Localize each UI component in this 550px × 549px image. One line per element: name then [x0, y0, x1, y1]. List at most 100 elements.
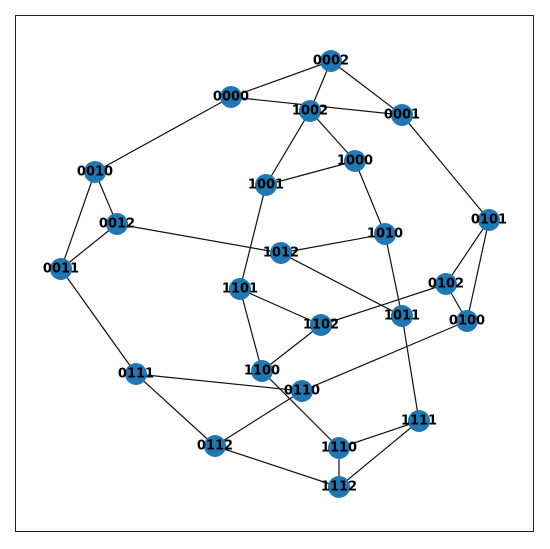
node-label: 0112 — [197, 439, 233, 454]
node-circle — [106, 213, 128, 235]
node-1011: 1011 — [384, 305, 420, 327]
node-0001: 0001 — [384, 104, 420, 126]
edge-0012-1012 — [116, 223, 282, 254]
node-label: 0010 — [77, 165, 113, 180]
node-label: 0101 — [471, 213, 507, 228]
edge-1111-1112 — [338, 420, 420, 488]
node-circle — [456, 310, 478, 332]
node-label: 1002 — [292, 104, 328, 119]
node-circle — [255, 174, 277, 196]
edge-0112-1112 — [214, 445, 340, 488]
node-circle — [391, 305, 413, 327]
node-circle — [310, 314, 332, 336]
edge-1011-1111 — [401, 315, 420, 422]
node-label: 1001 — [248, 178, 284, 193]
edge-1012-1011 — [280, 252, 403, 317]
edge-0002-0001 — [330, 60, 403, 116]
node-1002: 1002 — [292, 100, 328, 122]
edge-1101-1100 — [239, 288, 263, 372]
node-label: 1102 — [303, 318, 339, 333]
node-0002: 0002 — [313, 50, 349, 72]
node-1001: 1001 — [248, 174, 284, 196]
edge-0111-0112 — [135, 373, 216, 447]
node-circle — [251, 360, 273, 382]
node-label: 1112 — [321, 480, 357, 495]
edge-0100-0110 — [301, 320, 468, 392]
node-label: 0002 — [313, 54, 349, 69]
edge-0000-0010 — [94, 96, 232, 173]
edge-1002-1000 — [309, 110, 356, 162]
node-circle — [84, 161, 106, 183]
edge-1000-1001 — [265, 160, 356, 186]
edge-1101-1102 — [239, 288, 322, 326]
node-1110: 1110 — [321, 437, 357, 459]
edge-1110-1111 — [338, 420, 420, 449]
node-1102: 1102 — [303, 314, 339, 336]
node-label: 0001 — [384, 108, 420, 123]
node-1100: 1100 — [244, 360, 280, 382]
node-label: 1011 — [384, 309, 420, 324]
node-label: 1100 — [244, 364, 280, 379]
node-circle — [320, 50, 342, 72]
node-circle — [125, 363, 147, 385]
edge-0101-0100 — [466, 219, 490, 322]
node-circle — [435, 273, 457, 295]
nodes-layer: 0000 0001 0002 0010 0011 0012 0100 0101 0102 0110… — [43, 50, 507, 498]
node-1012: 1012 — [263, 242, 299, 264]
node-0112: 0112 — [197, 435, 233, 457]
node-label: 0110 — [284, 384, 320, 399]
edge-1102-1100 — [261, 324, 322, 372]
node-label: 1111 — [401, 414, 437, 429]
node-circle — [391, 104, 413, 126]
node-label: 0012 — [99, 217, 135, 232]
node-1101: 1101 — [222, 278, 258, 300]
node-label: 1000 — [337, 154, 373, 169]
node-label: 1012 — [263, 246, 299, 261]
node-label: 0111 — [118, 367, 154, 382]
edge-0111-0110 — [135, 373, 303, 392]
node-1010: 1010 — [367, 223, 403, 245]
node-circle — [408, 410, 430, 432]
edge-0011-0111 — [60, 268, 137, 375]
node-circle — [204, 435, 226, 457]
node-circle — [229, 278, 251, 300]
node-circle — [328, 437, 350, 459]
node-circle — [291, 380, 313, 402]
node-label: 0100 — [449, 314, 485, 329]
node-0000: 0000 — [213, 86, 249, 108]
node-0100: 0100 — [449, 310, 485, 332]
edge-1100-1110 — [261, 370, 340, 449]
edge-0000-0002 — [230, 60, 332, 98]
edge-1002-1001 — [265, 110, 311, 186]
node-label: 1010 — [367, 227, 403, 242]
node-0010: 0010 — [77, 161, 113, 183]
edge-0001-0101 — [401, 114, 490, 221]
node-label: 0011 — [43, 262, 79, 277]
node-circle — [344, 150, 366, 172]
node-circle — [299, 100, 321, 122]
edge-1010-1011 — [384, 233, 403, 317]
node-label: 0102 — [428, 277, 464, 292]
edge-0012-0011 — [60, 223, 118, 270]
node-0101: 0101 — [471, 209, 507, 231]
node-label: 1110 — [321, 441, 357, 456]
node-label: 0000 — [213, 90, 249, 105]
node-0102: 0102 — [428, 273, 464, 295]
node-label: 1101 — [222, 282, 258, 297]
node-circle — [270, 242, 292, 264]
node-circle — [374, 223, 396, 245]
node-circle — [220, 86, 242, 108]
edge-0101-0102 — [445, 219, 490, 285]
plot-frame — [15, 15, 534, 532]
node-0012: 0012 — [99, 213, 135, 235]
edge-1001-1101 — [239, 184, 267, 290]
node-1000: 1000 — [337, 150, 373, 172]
node-circle — [50, 258, 72, 280]
edge-0110-0112 — [214, 390, 303, 447]
edge-1012-1010 — [280, 233, 386, 254]
node-0111: 0111 — [118, 363, 154, 385]
node-0011: 0011 — [43, 258, 79, 280]
edge-1000-1010 — [354, 160, 386, 235]
edge-0010-0011 — [60, 171, 96, 270]
node-1112: 1112 — [321, 476, 357, 498]
